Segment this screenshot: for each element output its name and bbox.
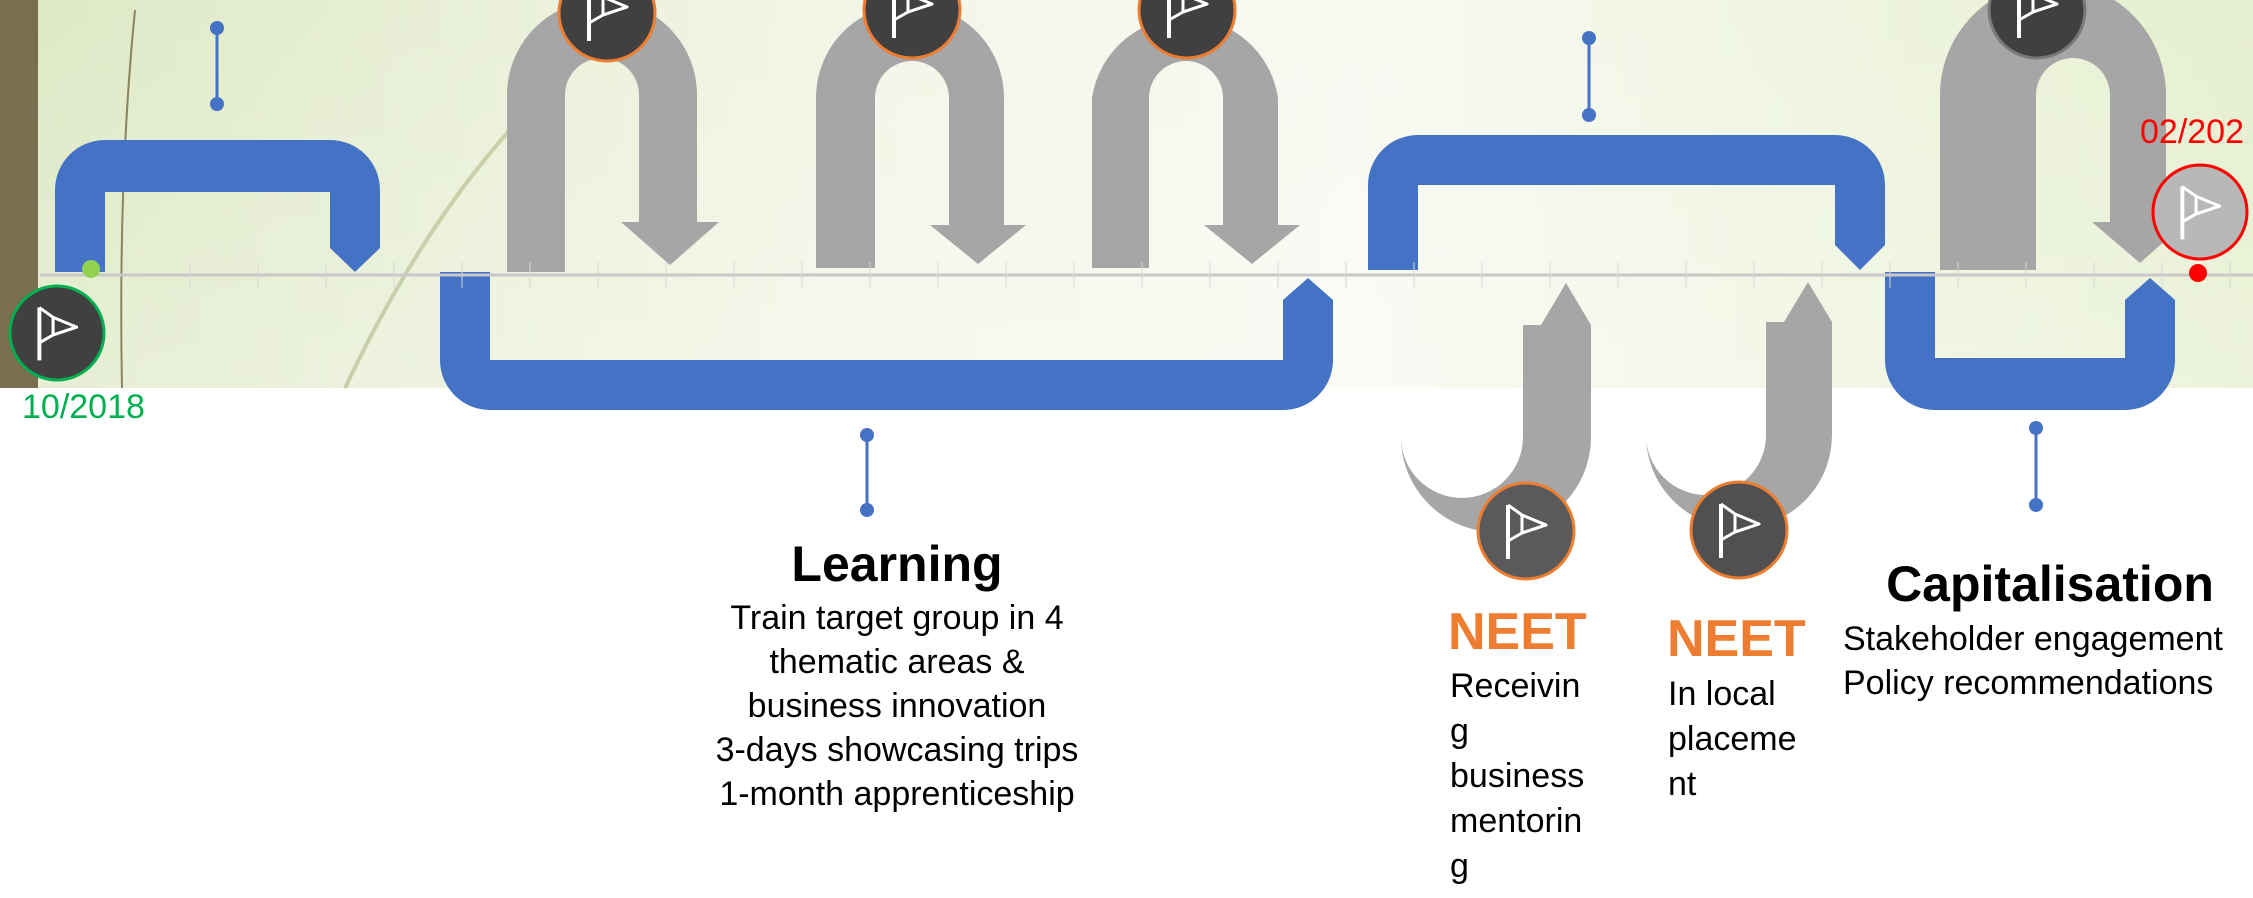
gray-u-2	[1646, 270, 1832, 528]
gray-connectors	[507, 0, 2186, 532]
blue-bracket-1	[55, 140, 380, 272]
learning-title: Learning	[791, 536, 1003, 592]
pin-bottom-learning	[860, 428, 874, 517]
gray-u-1	[1401, 273, 1591, 532]
gray-arch-2	[816, 4, 1026, 268]
end-flag-icon	[2151, 163, 2249, 261]
capitalisation-description: Stakeholder engagement Policy recommenda…	[1843, 620, 2223, 702]
gray-arch-3	[1092, 17, 1300, 268]
start-flag-icon	[8, 284, 106, 382]
gray-arch-1	[507, 0, 719, 272]
learning-description: Train target group in 4 thematic areas &…	[715, 599, 1079, 813]
blue-bracket-learning	[440, 272, 1333, 410]
neet-receiving-title: NEET	[1448, 603, 1587, 661]
flag-icon-arch-4	[1987, 0, 2087, 60]
end-date-label: 02/202	[2140, 113, 2244, 151]
flag-icon-arch-2	[862, 0, 962, 60]
pin-top-1	[210, 21, 224, 111]
end-dot	[2189, 264, 2207, 282]
start-dot	[82, 260, 100, 278]
gray-arch-4	[1940, 0, 2186, 270]
neet-placement-title: NEET	[1667, 610, 1806, 668]
blue-connectors	[55, 135, 2175, 410]
flag-icon-arch-3	[1137, 0, 1237, 60]
flag-icon-arch-1	[557, 0, 657, 63]
blue-bracket-neet	[1368, 135, 1885, 270]
pin-top-2	[1582, 31, 1596, 122]
blue-bracket-capitalisation	[1885, 272, 2175, 410]
capitalisation-title: Capitalisation	[1886, 556, 2214, 612]
neet-placement-description: In local placeme nt	[1668, 675, 1797, 803]
pin-bottom-capitalisation	[2029, 421, 2043, 512]
timeline-axis	[40, 262, 2253, 288]
axis-ticks	[189, 262, 2231, 288]
flag-icon-neet-1	[1476, 481, 1576, 581]
start-date-label: 10/2018	[22, 388, 145, 426]
flag-icon-neet-2	[1689, 480, 1789, 580]
milestone-flags	[8, 0, 2249, 581]
stalk-pins	[210, 21, 2043, 517]
neet-receiving-description: Receivin g business mentorin g	[1450, 667, 1585, 885]
